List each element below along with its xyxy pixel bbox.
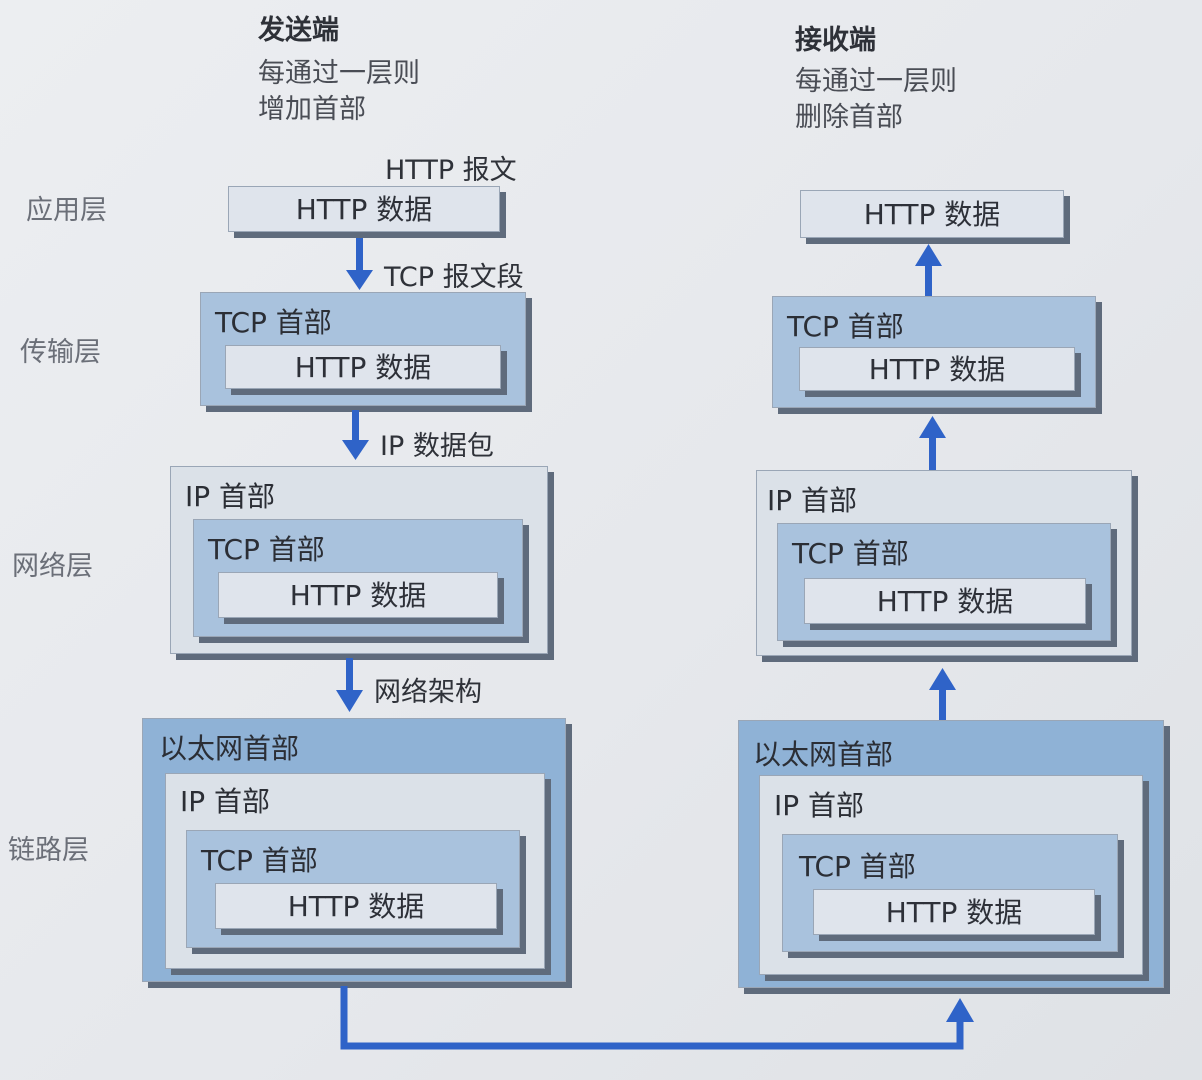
receiver-network-tcp-header: TCP 首部 (792, 537, 909, 570)
arrow-down-transport-to-network (342, 410, 369, 460)
receiver-link-tcp-header: TCP 首部 (799, 850, 916, 883)
sender-desc-line1: 每通过一层则 (258, 58, 420, 89)
flow-label-ip-packet: IP 数据包 (380, 431, 494, 462)
arrow-up-network-to-transport (919, 416, 946, 470)
sender-network-tcp-header: TCP 首部 (208, 533, 325, 566)
sender-network-packet: IP 首部 TCP 首部 HTTP 数据 (170, 466, 548, 654)
receiver-link-http-data: HTTP 数据 (813, 889, 1095, 935)
sender-link-ip-header: IP 首部 (180, 785, 271, 818)
sender-app-http-data: HTTP 数据 (228, 186, 500, 232)
receiver-desc-line1: 每通过一层则 (795, 66, 957, 97)
sender-link-segment: TCP 首部 HTTP 数据 (186, 830, 520, 948)
sender-link-http-data: HTTP 数据 (215, 883, 497, 929)
sender-transport-tcp-header: TCP 首部 (215, 306, 332, 339)
sender-desc-line2: 增加首部 (258, 94, 366, 125)
arrow-up-link-to-network (929, 668, 956, 720)
receiver-network-http-data: HTTP 数据 (804, 578, 1086, 624)
flow-label-tcp-segment: TCP 报文段 (384, 262, 524, 293)
arrow-down-network-to-link (336, 658, 363, 712)
sender-title: 发送端 (258, 15, 339, 46)
sender-link-tcp-header: TCP 首部 (201, 844, 318, 877)
receiver-transport-tcp-header: TCP 首部 (787, 310, 904, 343)
receiver-link-ethernet-header: 以太网首部 (753, 738, 894, 771)
receiver-transport-segment: TCP 首部 HTTP 数据 (772, 296, 1096, 408)
sender-link-frame: 以太网首部 IP 首部 TCP 首部 HTTP 数据 (142, 718, 566, 982)
sender-link-ethernet-header: 以太网首部 (159, 732, 300, 765)
receiver-link-ip-header: IP 首部 (774, 789, 865, 822)
receiver-network-packet: IP 首部 TCP 首部 HTTP 数据 (756, 470, 1132, 656)
receiver-network-ip-header: IP 首部 (767, 484, 858, 517)
flow-label-network-frame: 网络架构 (374, 677, 482, 708)
receiver-link-frame: 以太网首部 IP 首部 TCP 首部 HTTP 数据 (738, 720, 1164, 988)
arrow-link-transmission (340, 986, 974, 1050)
sender-network-http-data: HTTP 数据 (218, 572, 498, 618)
sender-transport-segment: TCP 首部 HTTP 数据 (200, 292, 526, 406)
receiver-title: 接收端 (795, 25, 876, 56)
receiver-desc-line2: 删除首部 (795, 102, 903, 133)
flow-label-http-message: HTTP 报文 (385, 155, 517, 186)
sender-network-segment: TCP 首部 HTTP 数据 (193, 519, 523, 637)
receiver-network-segment: TCP 首部 HTTP 数据 (777, 523, 1111, 641)
receiver-transport-http-data: HTTP 数据 (799, 347, 1075, 391)
arrow-up-transport-to-app (915, 244, 942, 296)
sender-network-ip-header: IP 首部 (185, 480, 276, 513)
layer-label-link: 链路层 (8, 835, 89, 866)
layer-label-application: 应用层 (26, 195, 107, 226)
arrow-down-app-to-transport (346, 238, 373, 290)
receiver-link-segment: TCP 首部 HTTP 数据 (782, 834, 1118, 952)
layer-label-network: 网络层 (12, 551, 93, 582)
receiver-link-packet: IP 首部 TCP 首部 HTTP 数据 (759, 775, 1143, 975)
sender-link-packet: IP 首部 TCP 首部 HTTP 数据 (165, 773, 545, 969)
receiver-app-http-data: HTTP 数据 (800, 190, 1064, 238)
sender-transport-http-data: HTTP 数据 (225, 345, 501, 389)
layer-label-transport: 传输层 (20, 337, 101, 368)
